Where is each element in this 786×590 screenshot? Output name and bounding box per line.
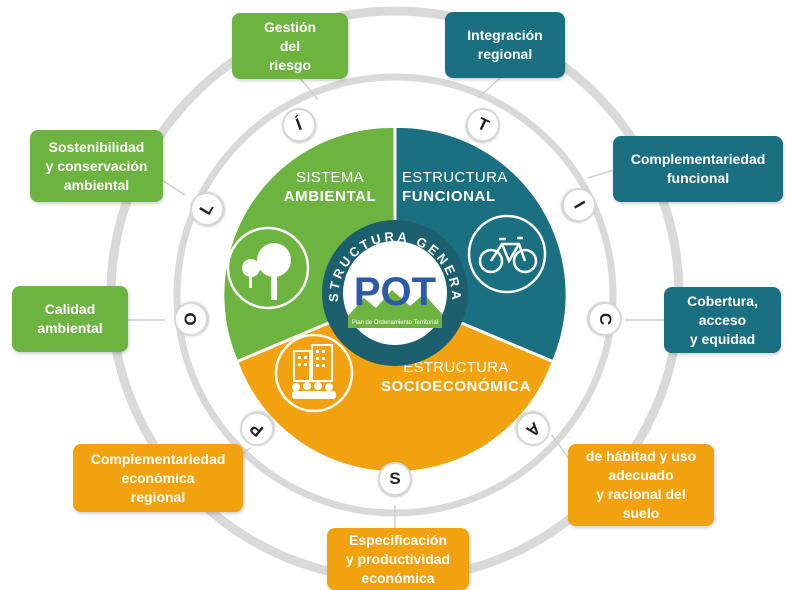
segment-ambiental-title: SISTEMA AMBIENTAL — [270, 168, 390, 206]
bicycle-icon — [467, 214, 547, 294]
box-calidad-ambiental: Calidad ambiental — [12, 286, 128, 352]
box-integracion-regional: Integración regional — [445, 12, 565, 78]
pot-emblem: ESTRUCTURA GENERAL POT Plan de Ordenamie… — [320, 218, 468, 366]
ring-letter-c: C — [588, 302, 622, 336]
box-sostenibilidad: Sostenibilidad y conservación ambiental — [30, 130, 163, 202]
segment-ambiental-line1: SISTEMA — [296, 169, 364, 186]
segment-funcional-title: ESTRUCTURA FUNCIONAL — [402, 168, 512, 206]
ring-letter-o: O — [174, 302, 208, 336]
segment-socioeconomica-line1: ESTRUCTURA — [403, 359, 509, 376]
box-habitat: de hábitad y uso adecuado y racional del… — [568, 444, 714, 526]
buildings-people-icon — [274, 333, 354, 413]
box-complementariedad-funcional: Complementariedad funcional — [613, 136, 783, 202]
ring-letter-s: S — [378, 462, 412, 496]
segment-socioeconomica-title: ESTRUCTURA SOCIOECONÓMICA — [356, 358, 556, 396]
connector-lines — [128, 77, 664, 528]
box-complementariedad-economica: Complementariedad económica regional — [73, 444, 243, 512]
connector-line — [477, 77, 501, 99]
segment-funcional-line1: ESTRUCTURA — [402, 169, 508, 186]
segment-socioeconomica-line2: SOCIOECONÓMICA — [380, 378, 532, 395]
segment-funcional-line2: FUNCIONAL — [402, 188, 496, 205]
box-especificacion: Especificación y productividad económica — [327, 528, 469, 590]
box-gestion-riesgo: Gestión del riesgo — [232, 13, 348, 79]
connector-line — [299, 77, 319, 101]
center-logo-subtitle: Plan de Ordenamiento Territorial — [352, 320, 438, 326]
center-logo-text: POT — [354, 270, 436, 314]
tree-icon — [226, 226, 310, 310]
connector-line — [547, 429, 571, 461]
box-cobertura: Cobertura, acceso y equidad — [664, 287, 781, 353]
segment-socioeconomica-shape — [238, 295, 552, 472]
connector-line — [587, 169, 615, 179]
connector-line — [161, 179, 186, 196]
segment-ambiental-line2: AMBIENTAL — [283, 188, 377, 205]
